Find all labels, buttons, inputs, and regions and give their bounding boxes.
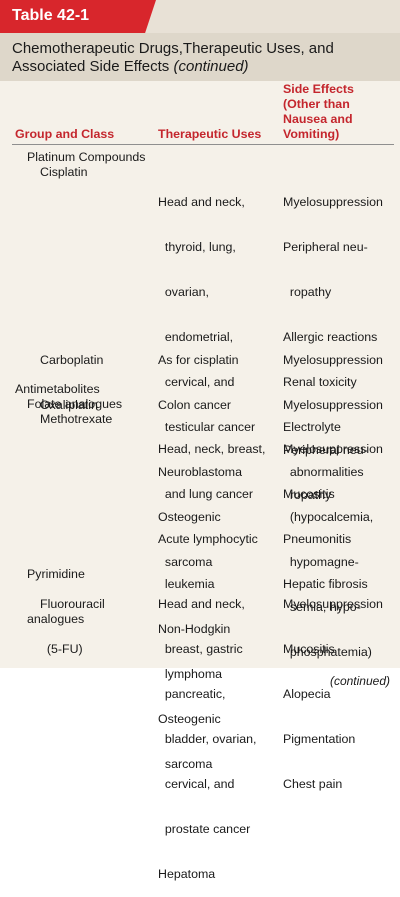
drug-line: (5-FU) [40,642,83,656]
use-line: cervical, and [158,777,235,791]
use-line: lymphoma [158,667,223,681]
column-header-uses: Therapeutic Uses [158,127,262,141]
effect-line: Mucositis [283,487,335,501]
use-line: endometrial, [158,330,234,344]
use-line: Acute lymphocytic [158,532,258,546]
effect-line: Myelosuppression [283,398,383,412]
effect-line: Allergic reactions [283,330,378,344]
use-line: bladder, ovarian, [158,732,257,746]
effect-line: Myelosuppression [283,195,383,209]
use-line: prostate cancer [158,822,251,836]
carboplatin-side-effects: Myelosuppression Myelosuppression Periph… [283,323,383,518]
use-line: Head and neck, [158,597,245,611]
title-band [0,33,400,81]
column-header-side-effects: Side Effects (Other than Nausea and Vomi… [283,82,354,142]
side-effects-header-line: Side Effects [283,82,354,96]
use-line: Head, neck, breast, [158,442,266,456]
class-antimetabolites: Antimetabolites [15,382,100,396]
effect-line: semia, hypo- [283,600,361,614]
carboplatin-uses: As for cisplatin Colon cancer [158,323,239,428]
effect-line: phosphatemia) [283,645,372,659]
side-effects-header-line: (Other than [283,97,350,111]
cisplatin-side-effects: Myelosuppression Peripheral neu- ropathy… [283,165,383,675]
use-line: and lung cancer [158,487,254,501]
title-line-2: Associated Side Effects [12,58,174,75]
subclass-folate-analogues: Folate analogues [27,397,123,411]
effect-line: Alopecia [283,687,331,701]
table-number-label: Table 42-1 [12,7,90,24]
title-continued: (continued) [173,58,249,75]
drugs-carboplatin-oxaliplatin: Carboplatin Oxaliplatin [40,323,103,428]
effect-line: Hepatic fibrosis [283,577,368,591]
use-line: Neuroblastoma [158,465,243,479]
side-effects-header-line: Vomiting) [283,127,340,141]
subclass-line: analogues [27,612,85,626]
use-line: Colon cancer [158,398,232,412]
effect-line: Pigmentation [283,732,356,746]
methotrexate-side-effects: Myelosuppression Mucositis Pneumonitis H… [283,412,383,607]
subclass-pyrimidine-analogues: Pyrimidine analogues [27,537,85,642]
effect-line: Myelosuppression [283,442,383,456]
effect-line: Mucositis [283,642,335,656]
fluorouracil-uses: Head and neck, breast, gastric pancreati… [158,567,257,897]
header-rule [12,144,394,145]
effect-line: ropathy [283,488,332,502]
effect-line: Electrolyte [283,420,341,434]
class-platinum-compounds: Platinum Compounds [27,150,146,164]
use-line: testicular cancer [158,420,256,434]
use-line: thyroid, lung, [158,240,236,254]
drug-line: Fluorouracil [40,597,105,611]
use-line: Non-Hodgkin [158,622,231,636]
title-line-1: Chemotherapeutic Drugs,Therapeutic Uses,… [12,40,334,57]
effect-line: Renal toxicity [283,375,357,389]
use-line: cervical, and [158,375,235,389]
effect-line: Peripheral neu- [283,443,368,457]
effect-line: abnormalities [283,465,364,479]
effect-line: Myelosuppression [283,353,383,367]
effect-line: ropathy [283,285,332,299]
continued-note: (continued) [329,674,390,688]
drug-carboplatin: Carboplatin [40,353,104,367]
drug-cisplatin: Cisplatin [40,165,88,179]
use-line: ovarian, [158,285,209,299]
side-effects-header-line: Nausea and [283,112,353,126]
drug-fluorouracil: Fluorouracil (5-FU) [40,567,105,672]
use-line: Osteogenic [158,510,221,524]
drug-methotrexate: Methotrexate [40,412,113,426]
table-body [0,81,400,668]
cisplatin-uses: Head and neck, thyroid, lung, ovarian, e… [158,165,255,585]
use-line: As for cisplatin [158,353,239,367]
effect-line: Myelosuppression [283,597,383,611]
effect-line: Chest pain [283,777,343,791]
use-line: pancreatic, [158,687,226,701]
effect-line: (hypocalcemia, [283,510,374,524]
effect-line: hypomagne- [283,555,359,569]
effect-line: Peripheral neu- [283,240,368,254]
use-line: sarcoma [158,555,213,569]
use-line: breast, gastric [158,642,243,656]
use-line: leukemia [158,577,215,591]
table-number-tab [0,0,156,33]
use-line: Head and neck, [158,195,245,209]
use-line: Hepatoma [158,867,216,881]
column-header-group: Group and Class [15,127,115,141]
subclass-line: Pyrimidine [27,567,85,581]
table-title: Chemotherapeutic Drugs,Therapeutic Uses,… [12,40,392,76]
drug-oxaliplatin: Oxaliplatin [40,398,98,412]
effect-line: Pneumonitis [283,532,352,546]
